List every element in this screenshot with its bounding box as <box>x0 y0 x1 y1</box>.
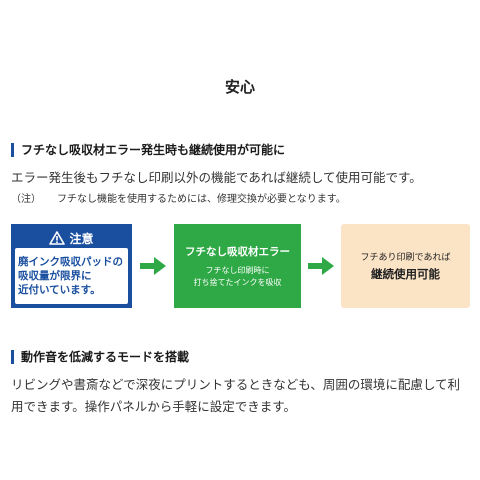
body-line: 用できます。操作パネルから手軽に設定できます。 <box>11 399 297 414</box>
warning-triangle-icon <box>49 231 66 245</box>
peach-card-emphasis: 継続使用可能 <box>371 267 440 281</box>
continued-use-card: フチあり印刷であれば 継続使用可能 <box>341 224 470 308</box>
page-title: 安心 <box>224 78 255 96</box>
green-card-line: フチなし印刷時に <box>205 265 270 275</box>
arrow-right-icon <box>140 257 166 275</box>
warning-title: 注意 <box>69 231 94 246</box>
warning-line: 近付いています。 <box>18 284 101 296</box>
warning-line: 吸収量が限界に <box>18 270 92 282</box>
warning-line: 廃インク吸収パッドの <box>18 256 123 268</box>
section-body-text: リビングや書斎などで深夜にプリントするときなども、周囲の環境に配慮して利 用でき… <box>11 374 471 418</box>
arrow-right-icon <box>308 257 334 275</box>
note: （注） フチなし機能を使用するためには、修理交換が必要となります。 <box>11 190 346 205</box>
heading-accent-bar <box>11 349 14 364</box>
section-body-text: エラー発生後もフチなし印刷以外の機能であれば継続して使用可能です。 <box>11 170 422 185</box>
green-card-title: フチなし吸収材エラー <box>185 245 290 258</box>
section-heading-text: フチなし吸収材エラー発生時も継続使用が可能に <box>21 143 286 157</box>
warning-header: 注意 <box>15 228 128 248</box>
green-card-line: 打ち捨てたインクを吸収 <box>193 277 282 287</box>
note-label: （注） <box>11 194 41 205</box>
section-heading-quiet-mode: 動作音を低減するモードを搭載 <box>11 348 189 365</box>
warning-card: 注意 廃インク吸収パッドの 吸収量が限界に 近付いています。 <box>11 224 132 308</box>
note-text: フチなし機能を使用するためには、修理交換が必要となります。 <box>57 194 346 205</box>
body-line: リビングや書斎などで深夜にプリントするときなども、周囲の環境に配慮して利 <box>11 377 461 392</box>
borderless-error-card: フチなし吸収材エラー フチなし印刷時に 打ち捨てたインクを吸収 <box>174 224 301 308</box>
section-heading-borderless-error: フチなし吸収材エラー発生時も継続使用が可能に <box>11 141 285 158</box>
peach-card-line: フチあり印刷であれば <box>360 253 451 263</box>
warning-message: 廃インク吸収パッドの 吸収量が限界に 近付いています。 <box>15 248 128 304</box>
section-heading-text: 動作音を低減するモードを搭載 <box>21 350 190 364</box>
heading-accent-bar <box>11 142 14 157</box>
